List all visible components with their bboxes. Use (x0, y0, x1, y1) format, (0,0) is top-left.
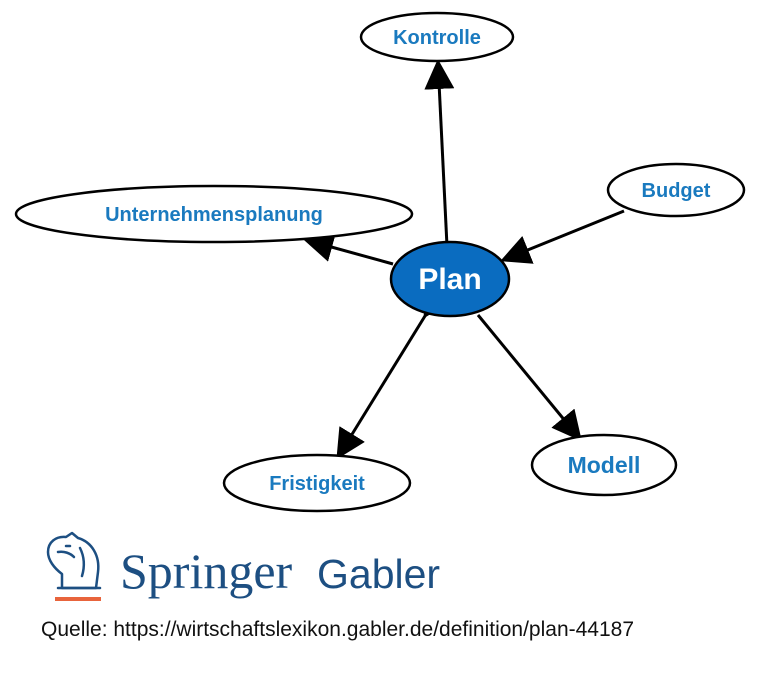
node-plan-shape (389, 240, 511, 318)
logo-gabler-text: Gabler (317, 551, 440, 597)
springer-gabler-logo: Springer Gabler (46, 531, 440, 601)
edge-plan-modell (476, 314, 582, 442)
edge-budget-plan (500, 209, 625, 264)
node-kontrolle-shape (359, 11, 515, 63)
edge-plan-kontrolle (424, 59, 455, 247)
node-unternehmensplanung-label: Unternehmensplanung (105, 204, 323, 226)
edge-plan-fristigkeit (336, 285, 452, 460)
source-citation: Quelle: https://wirtschaftslexikon.gable… (41, 618, 635, 641)
node-budget: Budget (606, 162, 746, 218)
node-fristigkeit-shape (222, 453, 412, 513)
logo-springer-text: Springer (120, 543, 293, 599)
node-fristigkeit: Fristigkeit (222, 453, 412, 513)
logo-accent-bar (55, 597, 101, 601)
node-budget-shape (606, 162, 746, 218)
node-modell-label: Modell (568, 452, 641, 478)
node-plan: Plan (389, 240, 511, 318)
node-kontrolle-label: Kontrolle (393, 27, 481, 49)
node-unternehmensplanung-shape (14, 184, 414, 244)
node-unternehmensplanung: Unternehmensplanung (14, 184, 414, 244)
node-modell-shape (530, 433, 678, 497)
node-budget-label: Budget (642, 180, 711, 202)
node-modell: Modell (530, 433, 678, 497)
node-fristigkeit-label: Fristigkeit (269, 473, 365, 495)
knight-chess-piece-icon (46, 531, 102, 590)
edges (303, 59, 625, 460)
node-kontrolle: Kontrolle (359, 11, 515, 63)
node-plan-label: Plan (418, 263, 481, 296)
edge-plan-unternehmensplanung (303, 232, 394, 266)
